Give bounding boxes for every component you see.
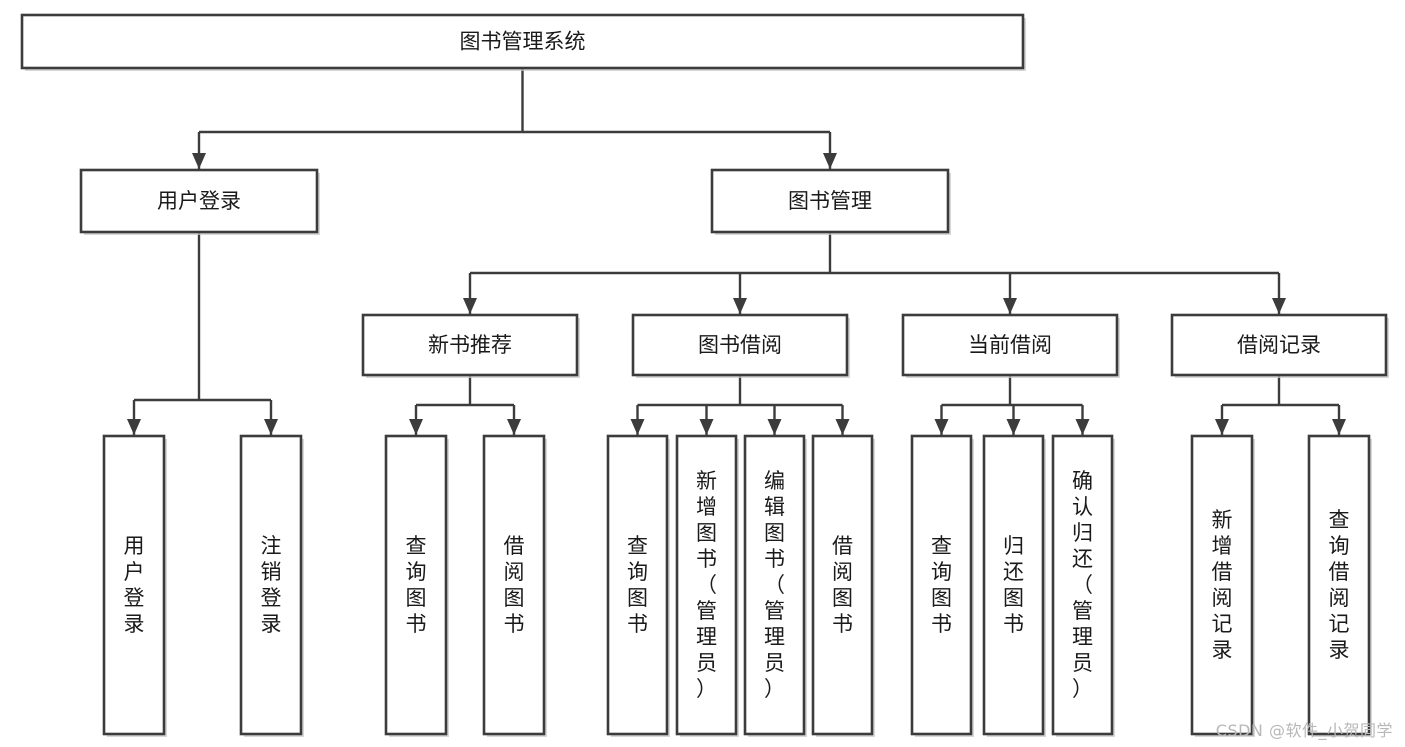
arrow-head-icon — [733, 298, 747, 314]
node-rect[interactable] — [1190, 434, 1254, 736]
node-lf-8[interactable]: 查询图书 — [910, 434, 974, 737]
node-rect[interactable] — [384, 434, 448, 736]
arrow-head-icon — [1215, 419, 1229, 435]
node-root[interactable]: 图书管理系统 — [20, 13, 1026, 71]
node-lf-1[interactable]: 注销登录 — [239, 434, 304, 737]
arrow-head-icon — [127, 419, 141, 435]
arrow-head-icon — [934, 419, 949, 435]
arrow-head-icon — [192, 153, 206, 169]
arrow-head-icon — [1332, 419, 1346, 435]
node-label: 当前借阅 — [968, 333, 1052, 357]
arrow-head-icon — [767, 419, 782, 435]
node-l2-1[interactable]: 图书借阅 — [631, 313, 850, 378]
node-l2-2[interactable]: 当前借阅 — [901, 313, 1120, 378]
node-rect[interactable] — [102, 434, 166, 736]
node-rect[interactable] — [710, 168, 950, 234]
node-lf-7[interactable]: 借阅图书 — [811, 434, 875, 737]
node-label: 注销登录 — [261, 534, 282, 636]
node-rect[interactable] — [239, 434, 303, 736]
arrow-head-icon — [835, 419, 850, 435]
node-label: 新书推荐 — [428, 333, 512, 357]
node-lf-4[interactable]: 查询图书 — [606, 434, 670, 737]
arrow-head-icon — [630, 419, 645, 435]
node-rect[interactable] — [1307, 434, 1371, 736]
node-rect[interactable] — [20, 13, 1025, 70]
node-rect[interactable] — [361, 313, 579, 377]
arrow-head-icon — [699, 419, 714, 435]
node-l2-3[interactable]: 借阅记录 — [1170, 313, 1389, 378]
node-rect[interactable] — [910, 434, 973, 736]
arrow-head-icon — [1006, 419, 1021, 435]
node-lf-0[interactable]: 用户登录 — [102, 434, 167, 737]
node-label: 查询图书 — [627, 534, 648, 636]
node-lf-9[interactable]: 归还图书 — [982, 434, 1046, 737]
node-label: 借阅记录 — [1237, 333, 1321, 357]
node-label: 确认归还（管理员） — [1072, 469, 1093, 701]
node-lf-5[interactable]: 新增图书（管理员） — [675, 434, 739, 737]
node-l1-1[interactable]: 图书管理 — [710, 168, 951, 235]
arrow-head-icon — [1272, 298, 1286, 314]
node-l2-0[interactable]: 新书推荐 — [361, 313, 580, 378]
node-label: 借阅图书 — [504, 534, 525, 636]
node-lf-11[interactable]: 新增借阅记录 — [1190, 434, 1255, 737]
node-rect[interactable] — [79, 168, 319, 234]
arrow-head-icon — [264, 419, 278, 435]
connector-lines — [127, 68, 1346, 435]
node-boxes: 图书管理系统用户登录图书管理新书推荐图书借阅当前借阅借阅记录用户登录注销登录查询… — [20, 13, 1389, 737]
node-label: 用户登录 — [157, 189, 241, 213]
node-label: 归还图书 — [1003, 534, 1024, 636]
arrow-head-icon — [1075, 419, 1090, 435]
node-rect[interactable] — [606, 434, 669, 736]
node-rect[interactable] — [1051, 434, 1114, 736]
node-rect[interactable] — [901, 313, 1119, 377]
arrow-head-icon — [507, 419, 521, 435]
node-rect[interactable] — [482, 434, 546, 736]
node-label: 查询借阅记录 — [1329, 508, 1350, 662]
node-rect[interactable] — [675, 434, 738, 736]
node-label: 图书借阅 — [698, 333, 782, 357]
node-rect[interactable] — [631, 313, 849, 377]
arrow-head-icon — [409, 419, 423, 435]
arrow-head-icon — [823, 153, 837, 169]
node-label: 用户登录 — [124, 534, 145, 636]
node-label: 新增图书（管理员） — [696, 469, 717, 701]
node-l1-0[interactable]: 用户登录 — [79, 168, 320, 235]
node-label: 图书管理 — [788, 189, 872, 213]
node-label: 图书管理系统 — [460, 30, 586, 54]
arrow-head-icon — [463, 298, 477, 314]
node-lf-3[interactable]: 借阅图书 — [482, 434, 547, 737]
arrow-head-icon — [1003, 298, 1017, 314]
node-label: 借阅图书 — [832, 534, 853, 636]
node-rect[interactable] — [1170, 313, 1388, 377]
node-rect[interactable] — [743, 434, 806, 736]
node-label: 新增借阅记录 — [1212, 508, 1233, 662]
node-lf-10[interactable]: 确认归还（管理员） — [1051, 434, 1115, 737]
node-lf-2[interactable]: 查询图书 — [384, 434, 449, 737]
node-rect[interactable] — [982, 434, 1045, 736]
node-lf-12[interactable]: 查询借阅记录 — [1307, 434, 1372, 737]
node-label: 查询图书 — [406, 534, 427, 636]
node-rect[interactable] — [811, 434, 874, 736]
node-lf-6[interactable]: 编辑图书（管理员） — [743, 434, 807, 737]
node-label: 编辑图书（管理员） — [764, 469, 785, 701]
node-label: 查询图书 — [931, 534, 952, 636]
